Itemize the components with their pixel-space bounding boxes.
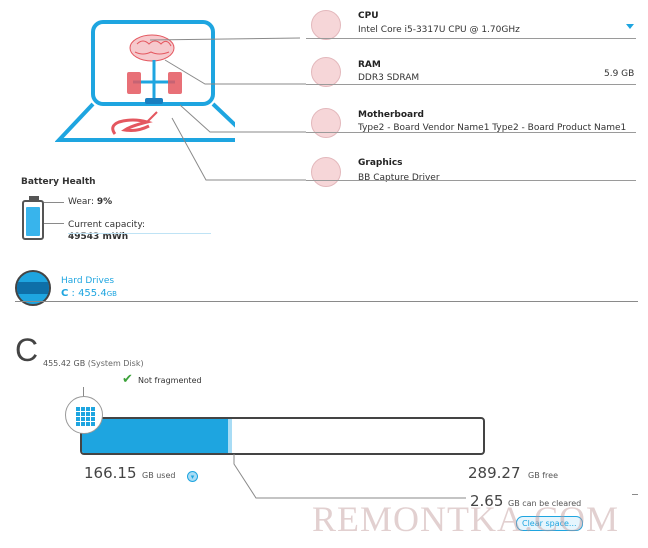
cpu-divider (306, 38, 636, 39)
defrag-grid-icon (65, 396, 103, 434)
battery-wear-connector (44, 202, 64, 203)
disk-size: 455.42 GB (43, 359, 86, 368)
ram-icon (311, 57, 341, 87)
cpu-title: CPU (358, 11, 379, 21)
cpu-icon (311, 10, 341, 40)
graphics-value: BB Capture Driver (358, 173, 440, 183)
ram-value: DDR3 SDRAM (358, 73, 420, 83)
battery-wear-label: Wear: (68, 197, 94, 207)
expand-arrow-icon[interactable] (626, 24, 634, 29)
laptop-illustration (55, 20, 235, 142)
ram-title: RAM (358, 60, 381, 70)
hard-drives-title: Hard Drives (61, 276, 115, 286)
fragment-connector (83, 387, 84, 397)
used-space-fill (82, 419, 228, 453)
disk-usage-bar (80, 417, 485, 455)
clearable-unit: GB can be cleared (508, 499, 582, 508)
clearable-connector (233, 454, 466, 499)
motherboard-title: Motherboard (358, 110, 424, 120)
battery-divider (68, 233, 211, 234)
battery-capacity-label: Current capacity: (68, 220, 146, 230)
battery-wear: Wear: 9% (68, 197, 112, 207)
motherboard-divider (306, 132, 636, 133)
hard-drive-size: : 455.4 (68, 288, 107, 299)
disk-label: (System Disk) (87, 359, 144, 368)
hard-drive-icon (15, 270, 51, 306)
used-value: 166.15 (84, 464, 137, 482)
hard-drive-entry[interactable]: C : 455.4GB (61, 288, 117, 299)
chevron-down-icon[interactable]: ▾ (187, 471, 198, 482)
connector-lines (149, 37, 306, 181)
cpu-value: Intel Core i5-3317U CPU @ 1.70GHz (358, 25, 520, 35)
motherboard-value: Type2 - Board Vendor Name1 Type2 - Board… (358, 123, 627, 133)
battery-capacity-connector (44, 223, 64, 224)
battery-wear-value: 9% (96, 197, 113, 207)
graphics-divider (306, 180, 636, 181)
hard-drive-letter: C (61, 288, 69, 299)
battery-capacity-value: 49543 mWh (68, 232, 129, 242)
clearable-tail (632, 494, 638, 495)
free-value: 289.27 (468, 464, 521, 482)
watermark: REMONTKA.COM (312, 499, 620, 539)
graphics-title: Graphics (358, 158, 403, 168)
graphics-icon (311, 157, 341, 187)
clearable-space-fill (228, 419, 232, 453)
ram-divider (306, 84, 636, 85)
battery-icon (22, 200, 44, 240)
disk-letter: C (15, 332, 39, 368)
clear-space-button[interactable]: Clear space... (516, 516, 583, 531)
motherboard-icon (311, 108, 341, 138)
fragment-status: Not fragmented (138, 376, 202, 385)
used-unit: GB used (142, 471, 176, 480)
hard-drive-unit: GB (106, 290, 117, 298)
ram-size: 5.9 GB (604, 69, 635, 79)
battery-cap (29, 196, 39, 200)
battery-title: Battery Health (21, 177, 96, 187)
clearable-value: 2.65 (470, 492, 504, 510)
free-unit: GB free (528, 471, 559, 480)
check-icon: ✔ (122, 372, 133, 387)
disk-size-line: 455.42 GB (System Disk) (43, 359, 144, 368)
hard-drives-divider (15, 301, 638, 302)
